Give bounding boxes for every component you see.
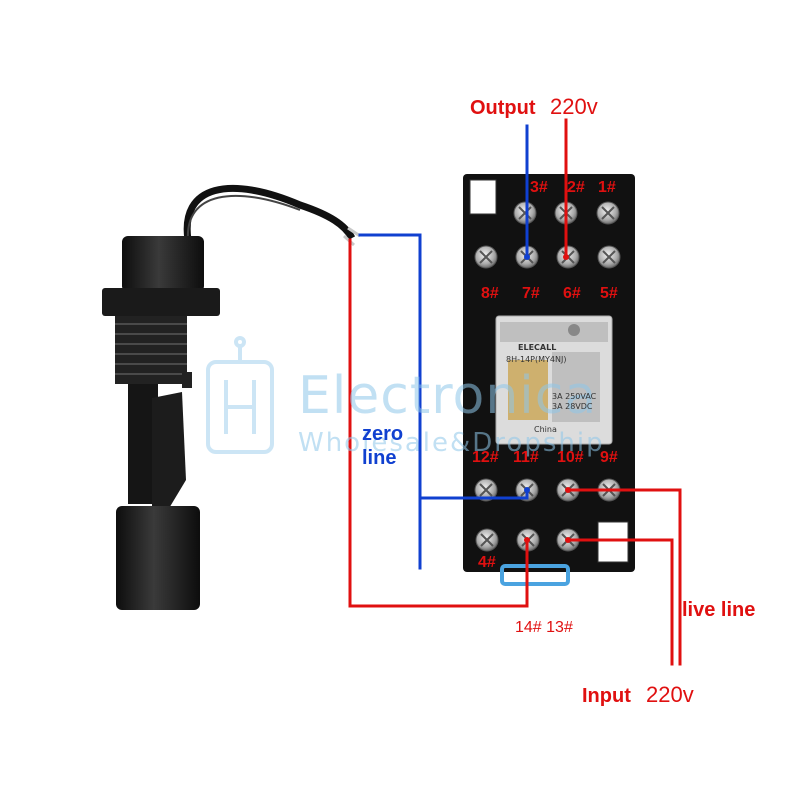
relay-rating-dc: 3A 28VDC [552, 402, 593, 411]
wire-dot-10 [565, 487, 571, 493]
wire-dot-13 [565, 537, 571, 543]
screw-8 [474, 245, 498, 269]
wire-dot-14 [524, 537, 530, 543]
float-thread [115, 316, 187, 384]
pin-label-12: 12# [472, 449, 499, 466]
pin-label-4: 4# [478, 554, 496, 571]
pin-label-6: 6# [563, 285, 581, 302]
wires [348, 118, 682, 666]
pin-label-11: 11# [513, 449, 539, 466]
output-voltage: 220v [550, 94, 598, 119]
wire-zero-line [358, 233, 422, 570]
mounting-slot-bottom [597, 521, 629, 563]
screw-4 [475, 528, 499, 552]
pin-label-9: 9# [600, 449, 618, 466]
float-nut [102, 288, 220, 316]
pin-label-1: 1# [598, 179, 616, 196]
output-label: Output [470, 97, 536, 119]
relay-model: 8H-14P(MY4NJ) [506, 355, 567, 364]
input-label: Input [582, 685, 631, 707]
screw-1 [596, 201, 620, 225]
pin-label-14-13: 14# 13# [515, 619, 573, 636]
zero-line-label-1: zero [362, 423, 404, 445]
pin-label-2: 2# [567, 179, 585, 196]
pin-label-8: 8# [481, 285, 499, 302]
float-switch [102, 184, 361, 610]
live-line-label: live line [682, 599, 756, 621]
zero-line-label-2: line [362, 447, 397, 469]
screw-5 [597, 245, 621, 269]
relay-rating-ac: 3A 250VAC [552, 392, 597, 401]
retaining-clip [500, 564, 570, 586]
float-cable [183, 184, 356, 241]
pin-label-3: 3# [530, 179, 548, 196]
wire-float-red [348, 238, 529, 608]
watermark-brand: Electronica [298, 366, 598, 426]
float-cap [122, 236, 204, 292]
wire-dot-7 [524, 254, 530, 260]
pin-label-7: 7# [522, 285, 540, 302]
relay-socket [463, 174, 635, 586]
float-bottom [116, 506, 200, 610]
wire-live-10 [566, 488, 682, 666]
relay-origin: China [534, 425, 557, 434]
pin-label-10: 10# [557, 449, 584, 466]
wire-dot-6 [563, 254, 569, 260]
screw-3 [513, 201, 537, 225]
wire-live-13 [566, 538, 674, 666]
mounting-slot-top [469, 179, 497, 215]
float-body [152, 392, 186, 510]
watermark-logo-icon [206, 336, 274, 454]
watermark-tagline: Wholesale&Dropship [298, 428, 605, 458]
pin-label-5: 5# [600, 285, 618, 302]
relay-brand: ELECALL [518, 343, 557, 352]
input-voltage: 220v [646, 682, 694, 707]
wire-dot-11 [524, 487, 530, 493]
